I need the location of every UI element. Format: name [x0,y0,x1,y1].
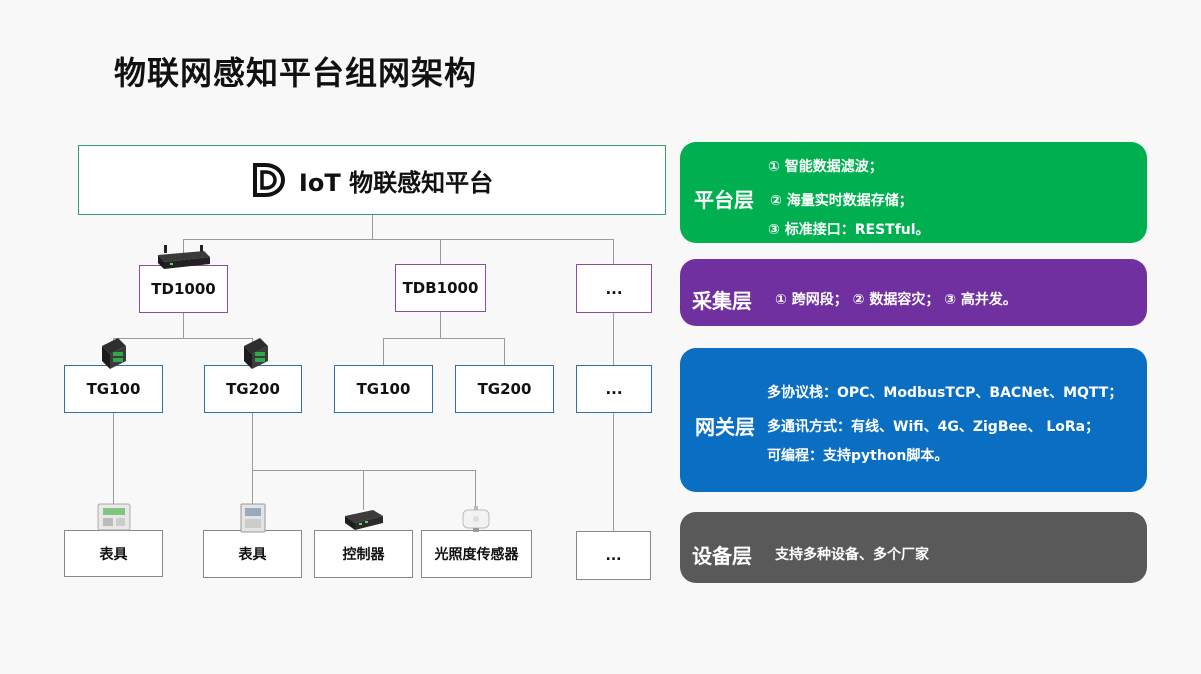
layer-feature: 多协议栈：OPC、ModbusTCP、BACNet、MQTT； [767,385,1123,401]
gateway-label: TG200 [477,380,532,398]
layer-name: 平台层 [694,188,754,212]
layer-feature: 支持多种设备、多个厂家 [775,547,929,563]
gateway-more: ... [576,365,652,413]
layer-name: 采集层 [692,289,752,313]
device-label: 表具 [99,546,128,563]
gateway-tg100-a: TG100 [64,365,163,413]
meter-device-icon [97,503,131,531]
layer-feature: ① 智能数据滤波； [768,159,883,175]
platform-logo-icon [252,163,285,197]
device-label: 控制器 [342,547,385,563]
device-label: 表具 [238,547,267,563]
iot-platform-box: IoT 物联感知平台 [78,145,666,215]
collect-layer-panel: 采集层 ① 跨网段； ② 数据容灾； ③ 高并发。 [680,259,1147,326]
device-light-sensor: 光照度传感器 [421,530,532,578]
collector-more: ... [576,264,652,313]
device-meter-b: 表具 [203,530,302,578]
layer-feature: ③ 标准接口：RESTful。 [768,222,930,238]
layer-feature: 可编程：支持python脚本。 [767,448,949,464]
light-sensor-device-icon [462,506,490,532]
platform-layer-panel: 平台层 ① 智能数据滤波； ② 海量实时数据存储； ③ 标准接口：RESTful… [680,142,1147,243]
device-layer-panel: 设备层 支持多种设备、多个厂家 [680,512,1147,583]
layer-name: 设备层 [692,544,752,568]
layer-name: 网关层 [695,415,755,439]
device-label: 光照度传感器 [434,547,519,563]
collector-tdb1000: TDB1000 [395,264,486,312]
gateway-label: TG100 [356,380,411,398]
layer-feature: ② 海量实时数据存储； [770,193,913,209]
gateway-label: TG100 [86,380,141,398]
gateway-tg200-a: TG200 [204,365,302,413]
page-title: 物联网感知平台组网架构 [114,54,478,92]
meter-device-icon [240,503,266,533]
collector-label: TD1000 [151,280,216,298]
controller-device-icon [345,510,383,530]
collector-label: TDB1000 [402,279,479,297]
gateway-layer-panel: 网关层 多协议栈：OPC、ModbusTCP、BACNet、MQTT； 多通讯方… [680,348,1147,492]
device-more: ... [576,531,651,580]
gateway-tg100-b: TG100 [334,365,433,413]
collector-label: ... [605,279,623,298]
gateway-label: TG200 [226,380,280,398]
gateway-device-icon [102,338,126,369]
device-meter-a: 表具 [64,530,163,577]
gateway-tg200-b: TG200 [455,365,554,413]
router-device-icon [158,245,210,269]
collector-td1000: TD1000 [139,265,228,313]
platform-label: IoT 物联感知平台 [298,168,494,197]
layer-feature: 多通讯方式：有线、Wifi、4G、ZigBee、 LoRa； [767,419,1100,435]
layer-feature: ① 跨网段； ② 数据容灾； ③ 高并发。 [775,292,1017,308]
device-label: ... [605,547,622,564]
device-controller: 控制器 [314,530,413,578]
gateway-device-icon [244,338,268,369]
gateway-label: ... [605,380,623,398]
